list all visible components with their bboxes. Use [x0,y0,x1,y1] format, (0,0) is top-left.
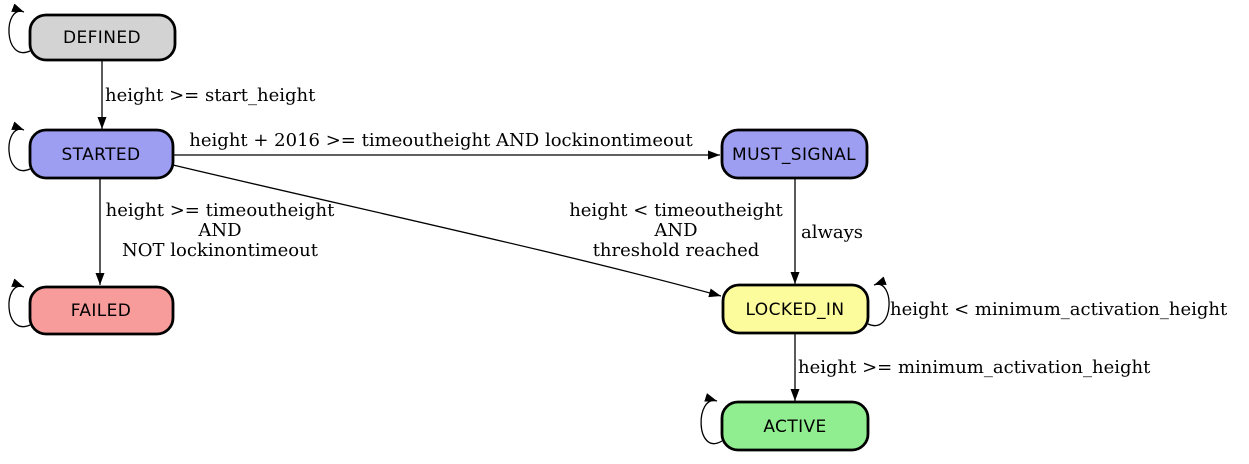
state-must-signal-label: MUST_SIGNAL [732,145,856,165]
edge-label-must-signal-locked-in: always [801,222,863,243]
edge-label-started-locked-in-line3: threshold reached [593,240,760,261]
state-locked-in: LOCKED_IN [721,283,870,335]
state-must-signal-shape [720,128,869,180]
state-active: ACTIVE [720,400,870,452]
edge-label-started-failed-line1: height >= timeoutheight [106,200,335,221]
state-defined: DEFINED [28,13,177,62]
self-loop-started-arrow [8,121,31,172]
edge-label-locked-in-active: height >= minimum_activation_height [798,357,1151,378]
edge-label-locked-in-self: height < minimum_activation_height [890,299,1228,320]
state-defined-label: DEFINED [63,28,141,48]
state-defined-shape [28,13,177,62]
state-failed: FAILED [28,285,175,336]
state-locked-in-label: LOCKED_IN [746,300,845,320]
self-loop-locked-in-arrow [867,276,890,327]
edge-label-started-failed-line3: NOT lockinontimeout [122,240,319,261]
state-started-label: STARTED [61,145,140,165]
state-must-signal: MUST_SIGNAL [720,128,869,180]
self-loop-defined-arrow [8,3,31,54]
edge-label-started-failed-line2: AND [197,220,241,241]
self-loop-active-arrow [700,393,723,445]
edge-label-started-locked-in-line1: height < timeoutheight [569,200,783,221]
state-failed-label: FAILED [71,301,132,321]
edge-started-locked-in [172,164,722,298]
state-started-shape [28,128,175,180]
edge-label-started-must-signal: height + 2016 >= timeoutheight AND locki… [189,130,693,151]
state-active-shape [720,400,870,452]
edge-label-started-locked-in-line2: AND [653,220,697,241]
state-failed-shape [28,285,175,336]
state-locked-in-shape [721,283,870,335]
edge-label-defined-started: height >= start_height [105,85,316,106]
state-started: STARTED [28,128,175,180]
state-active-label: ACTIVE [763,417,826,437]
self-loop-failed-arrow [8,278,31,328]
